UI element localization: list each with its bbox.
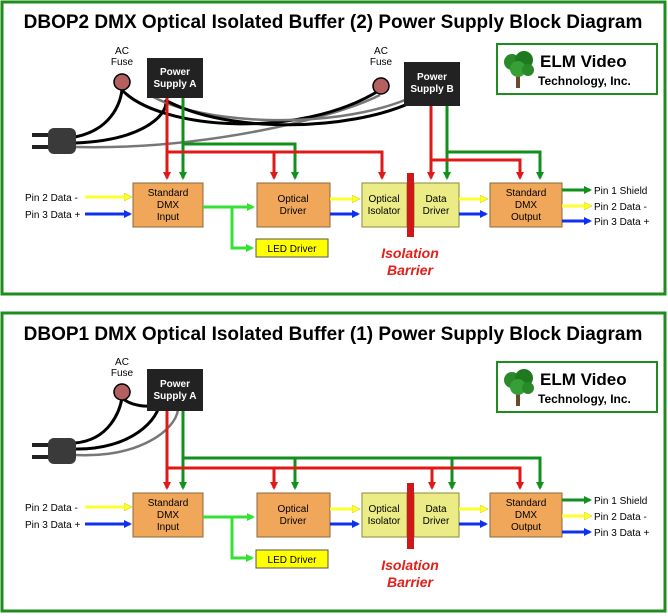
block-standard-dmx-input [132,492,204,538]
ac-plug-icon [32,438,76,464]
block-data-driver [413,182,460,228]
output-pin2-label: Pin 2 Data - [594,512,647,523]
logo-name: ELM Video [540,370,627,389]
output-pin3-label: Pin 3 Data + [594,217,649,228]
isolation-barrier-bar [407,483,414,549]
psu-a-block [147,369,203,411]
psu-a-block [147,58,203,98]
block-led-driver-label: LED Driver [268,244,318,255]
logo-company: Technology, Inc. [538,74,631,88]
fuse-a-icon [113,73,131,91]
input-pin3-label: Pin 3 Data + [25,520,80,531]
elm-logo: ELM Video Technology, Inc. [496,43,658,95]
output-pin3-label: Pin 3 Data + [594,528,649,539]
panel-dbop1: DBOP1 DMX Optical Isolated Buffer (1) Po… [0,311,667,613]
panel-title: DBOP2 DMX Optical Isolated Buffer (2) Po… [24,12,643,33]
psu-b-block [404,62,460,106]
fuse-b-icon [372,77,390,95]
block-standard-dmx-output [489,492,563,538]
block-optical-driver [256,182,331,228]
input-pin2-label: Pin 2 Data - [25,503,78,514]
output-pin1-label: Pin 1 Shield [594,186,647,197]
tree-icon [504,369,534,406]
ac-plug-icon [32,128,76,154]
logo-company: Technology, Inc. [538,392,631,406]
block-data-driver [413,492,460,538]
tree-icon [504,51,534,88]
block-standard-dmx-input [132,182,204,228]
input-pin2-label: Pin 2 Data - [25,193,78,204]
output-pin1-label: Pin 1 Shield [594,496,647,507]
block-optical-isolator [361,182,408,228]
block-led-driver [255,238,329,258]
panel-title: DBOP1 DMX Optical Isolated Buffer (1) Po… [24,324,643,345]
isolation-barrier-bar [407,173,414,237]
elm-logo: ELM Video Technology, Inc. [496,361,658,413]
block-led-driver [255,549,329,569]
block-optical-driver [256,492,331,538]
input-pin3-label: Pin 3 Data + [25,210,80,221]
logo-name: ELM Video [540,52,627,71]
block-standard-dmx-output [489,182,563,228]
panel-dbop2: DBOP2 DMX Optical Isolated Buffer (2) Po… [0,0,667,296]
output-pin2-label: Pin 2 Data - [594,202,647,213]
panel-frame [0,311,667,613]
fuse-a-icon [113,383,131,401]
block-optical-isolator [361,492,408,538]
block-led-driver-label: LED Driver [268,555,318,566]
